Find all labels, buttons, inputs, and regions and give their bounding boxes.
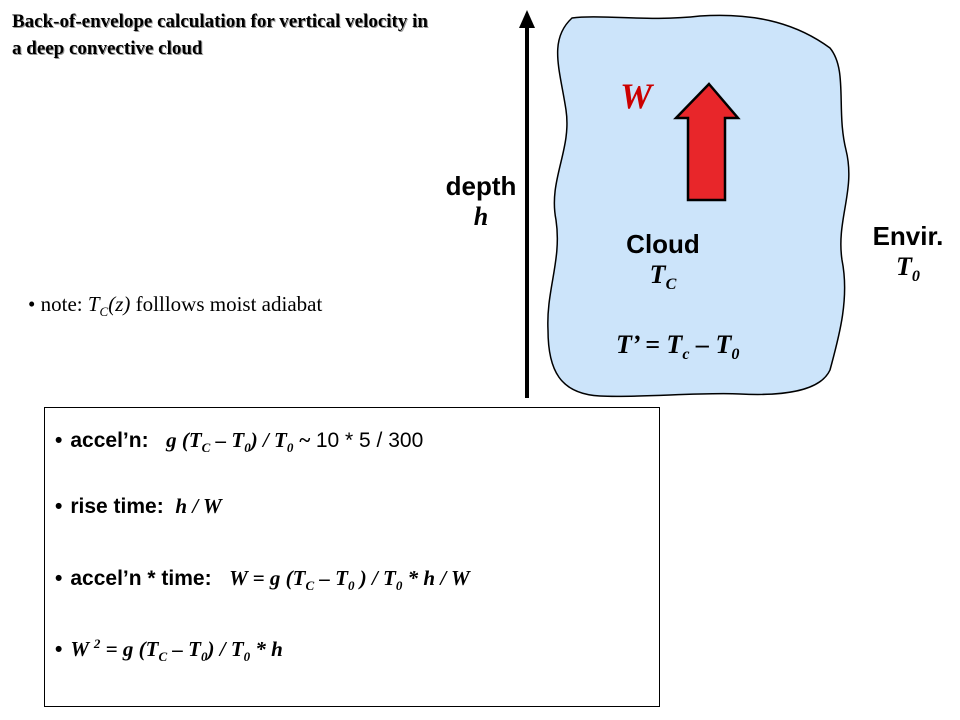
cloud-temp: TC (608, 260, 718, 295)
note-text1: note: (40, 292, 88, 316)
perturb-sub2: 0 (731, 346, 740, 364)
note-sub: C (99, 304, 109, 320)
eq-bullet: • (55, 638, 63, 661)
e3-d: * h / W (402, 566, 470, 590)
e3-c: ) / T (354, 566, 396, 590)
e2-expr: h / W (175, 494, 222, 518)
w-label-text: W (620, 76, 653, 116)
e1-label: accel’n: (70, 429, 149, 452)
e3-b: – T (314, 566, 348, 590)
e1-sub3: 0 (286, 440, 294, 456)
env-text: Envir. (872, 221, 944, 251)
env-temp: T0 (858, 252, 958, 287)
eq-bullet: • (55, 429, 63, 452)
note-text2: folllows moist adiabat (130, 292, 323, 316)
e3-sub1: C (305, 578, 315, 594)
e3-a: W = g (T (229, 566, 306, 590)
w-label: W (620, 76, 652, 117)
e1-sub1: C (201, 440, 211, 456)
e3-sub2: 0 (347, 578, 355, 594)
e4-a: W (70, 637, 94, 661)
e1-c: ) / T (250, 428, 287, 452)
perturb-lhs: T’ = T (616, 330, 683, 359)
equations-box: •accel’n: g (TC – T0) / T0 ~ 10 * 5 / 30… (44, 407, 660, 707)
e1-num: 10 * 5 / 300 (315, 429, 424, 452)
e4-d: ) / T (207, 637, 244, 661)
e2-label: rise time: (70, 495, 164, 518)
e1-sub2: 0 (244, 440, 251, 456)
e4-sup: 2 (93, 636, 101, 651)
equation-w-squared: •W 2 = g (TC – T0) / T0 * h (55, 636, 283, 665)
e3-label: accel’n * time: (70, 567, 212, 590)
e4-sub1: C (158, 649, 168, 665)
note-t: T (87, 292, 100, 316)
e1-a: g (T (166, 428, 202, 452)
equation-accel: •accel’n: g (TC – T0) / T0 ~ 10 * 5 / 30… (55, 428, 423, 456)
depth-text: depth (445, 171, 517, 201)
cloud-temp-sub: C (665, 276, 677, 294)
note-line: • note: TC(z) folllows moist adiabat (28, 292, 322, 320)
env-label: Envir. T0 (858, 221, 958, 287)
e1-b: – T (210, 428, 245, 452)
perturb-mid: – T (689, 330, 732, 359)
equation-rise-time: • rise time: h / W (55, 494, 222, 519)
e4-c: – T (167, 637, 201, 661)
cloud-label: Cloud TC (608, 229, 718, 295)
perturb-sub1: c (682, 346, 690, 364)
depth-arrow-head (519, 10, 535, 28)
depth-label: depth h (436, 171, 526, 232)
equation-accel-time: •accel’n * time: W = g (TC – T0 ) / T0 *… (55, 566, 470, 594)
env-temp-sub: 0 (911, 268, 920, 286)
h-text: h (473, 201, 489, 231)
cloud-temp-t: T (649, 259, 666, 289)
cloud-text: Cloud (626, 229, 700, 259)
e4-e: * h (250, 637, 283, 661)
slide-title: Back-of-envelope calculation for vertica… (12, 11, 428, 59)
env-temp-t: T (896, 251, 912, 281)
perturbation-label: T’ = Tc – T0 (616, 330, 739, 365)
e1-tilde: ~ (293, 428, 316, 452)
cloud-shape (547, 14, 850, 398)
updraft-arrow (673, 82, 741, 202)
note-bullet: • (28, 292, 36, 316)
e3-sub3: 0 (395, 578, 403, 594)
e4-sub3: 0 (243, 649, 251, 665)
e4-b: = g (T (100, 637, 159, 661)
note-z: (z) (108, 292, 131, 316)
eq-bullet: • (55, 495, 63, 518)
eq-bullet: • (55, 567, 63, 590)
e4-sub2: 0 (200, 649, 208, 665)
